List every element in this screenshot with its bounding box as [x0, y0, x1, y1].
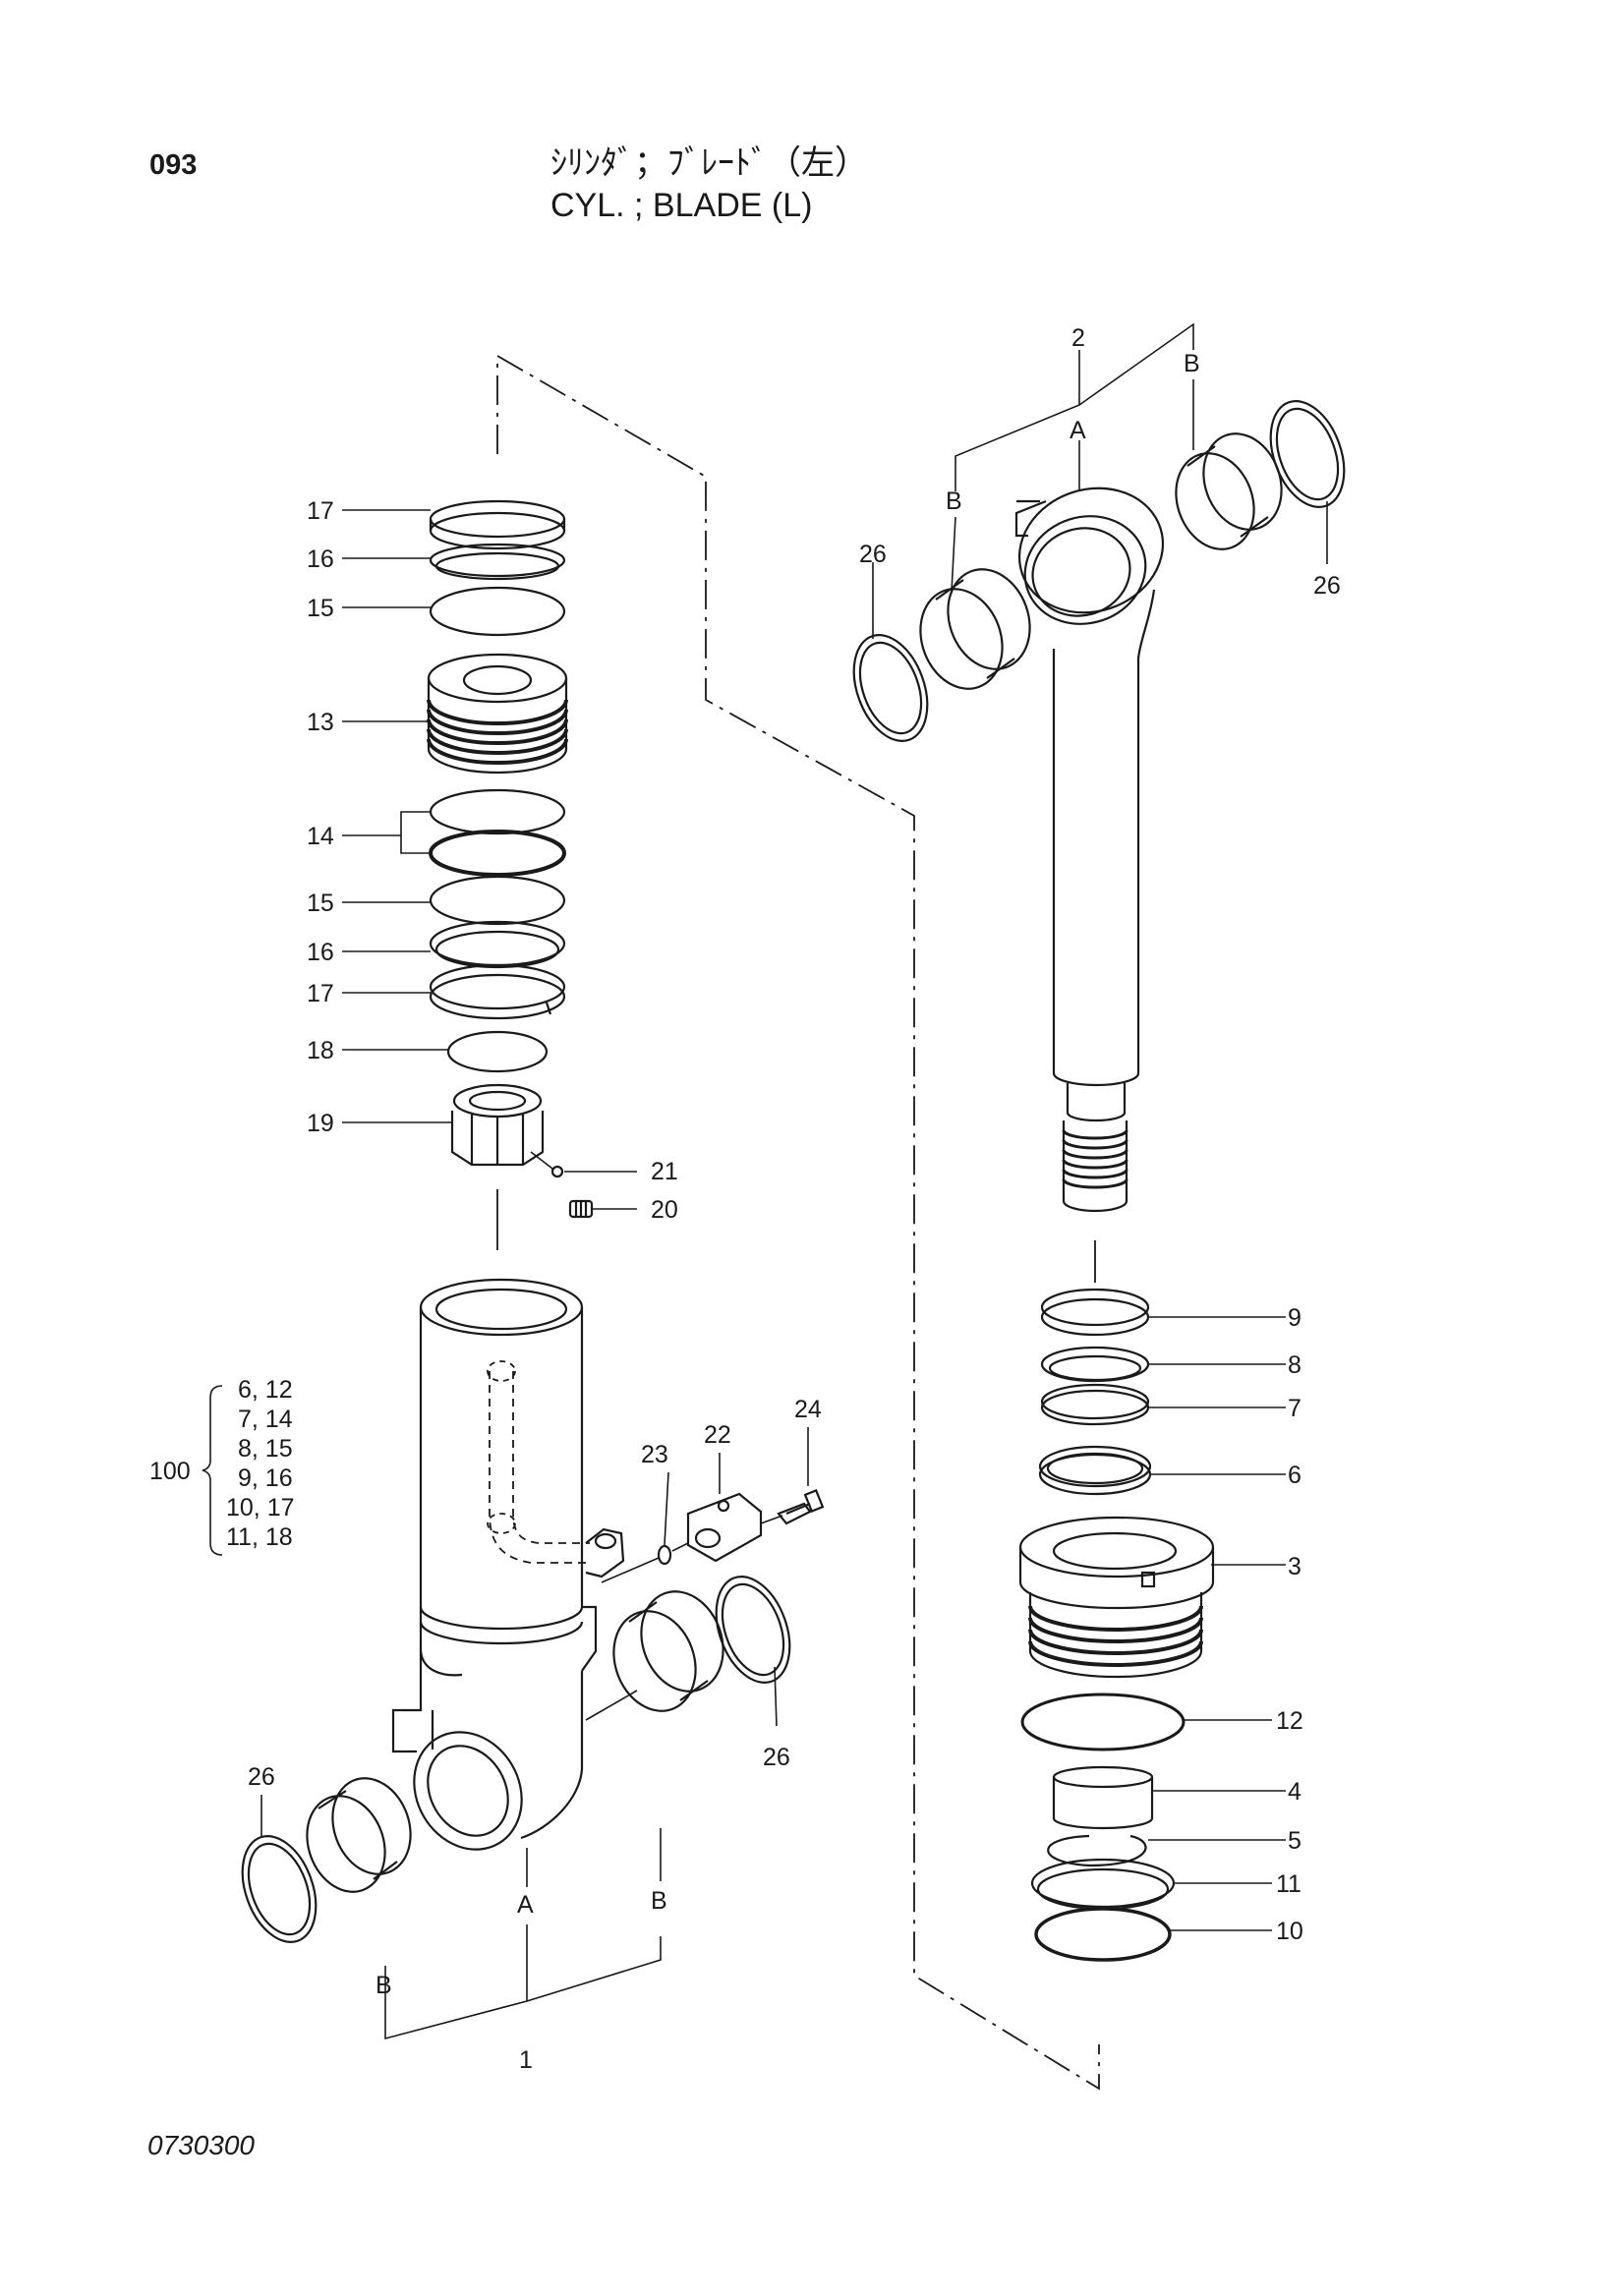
backup-ring-11 [1030, 1858, 1176, 1911]
bushing-b-rod-left [919, 568, 1031, 690]
seal-ring-17-lower [429, 963, 566, 1020]
callout-16-top: 16 [307, 545, 334, 573]
callout-5: 5 [1288, 1827, 1302, 1855]
callout-10: 10 [1276, 1918, 1303, 1945]
kit-row-3: 8, 15 [238, 1435, 293, 1463]
callout-14: 14 [307, 823, 334, 850]
bushing-b-rod-right [1175, 432, 1283, 550]
bolt-24 [777, 1488, 825, 1525]
set-screw-20 [568, 1199, 594, 1219]
seal-ring-16-lower [429, 920, 566, 969]
seal-ring-17-top [429, 499, 566, 550]
callout-12: 12 [1276, 1707, 1303, 1735]
bushing-4 [1052, 1765, 1154, 1830]
ring-26-rod-left [852, 634, 929, 742]
title-japanese: ｼﾘﾝﾀﾞ；ﾌﾞﾚｰﾄﾞ（左） [550, 144, 868, 182]
kit-row-4: 9, 16 [238, 1464, 293, 1492]
callout-17-lower: 17 [307, 980, 334, 1007]
leader-lines [202, 322, 1328, 2040]
seal-ring-7 [1040, 1383, 1150, 1426]
o-ring-23 [657, 1544, 672, 1566]
ball-21 [550, 1165, 564, 1178]
callout-18: 18 [307, 1037, 334, 1064]
ring-26-rod-right [1269, 400, 1346, 508]
assembly-centerline [496, 354, 1100, 2091]
callout-21: 21 [651, 1158, 678, 1185]
flange-22 [686, 1492, 763, 1563]
figure-code: 0730300 [147, 2130, 256, 2160]
wear-ring-14 [429, 788, 566, 877]
o-ring-15-lower [429, 875, 566, 926]
callout-17-top: 17 [307, 497, 334, 525]
callout-26-tube-left: 26 [248, 1763, 275, 1791]
wiper-ring-9 [1040, 1288, 1150, 1337]
callout-9: 9 [1288, 1304, 1302, 1332]
callout-11: 11 [1276, 1870, 1302, 1898]
ref-b-tube-left: B [376, 1972, 392, 1999]
seal-ring-16-top [429, 543, 566, 581]
o-ring-15-top [429, 586, 566, 637]
ref-b-rod-left: B [946, 488, 962, 515]
kit-row-6: 11, 18 [226, 1523, 293, 1551]
rod-cover-3 [1018, 1516, 1215, 1679]
callout-8: 8 [1288, 1351, 1302, 1379]
washer-18 [446, 1030, 549, 1073]
callout-3: 3 [1288, 1553, 1302, 1580]
callout-labels: 17 16 15 13 14 15 16 17 18 19 21 20 23 2… [149, 324, 1341, 2074]
ref-b-rod-right: B [1184, 350, 1200, 377]
callout-23: 23 [641, 1441, 668, 1468]
callout-2: 2 [1071, 324, 1085, 352]
callout-22: 22 [704, 1421, 731, 1449]
callout-13: 13 [307, 709, 334, 736]
ring-26-tube-left [241, 1835, 318, 1943]
o-ring-12 [1020, 1693, 1186, 1751]
piston-rod-2 [1014, 487, 1165, 1213]
title-english: CYL. ; BLADE (L) [550, 187, 813, 224]
kit-number: 100 [149, 1458, 191, 1485]
kit-row-2: 7, 14 [238, 1406, 293, 1433]
ref-a-tube: A [517, 1891, 534, 1919]
callout-26-rod-right: 26 [1313, 572, 1341, 600]
ring-26-tube-right [715, 1576, 791, 1684]
callout-15-lower: 15 [307, 890, 334, 917]
kit-row-1: 6, 12 [238, 1376, 293, 1404]
bushing-b-tube-left [306, 1777, 412, 1893]
callout-24: 24 [794, 1396, 822, 1423]
callout-15-top: 15 [307, 595, 334, 622]
callout-6: 6 [1288, 1462, 1302, 1489]
nut-19 [450, 1083, 545, 1167]
callout-1: 1 [519, 2046, 533, 2074]
ref-b-tube-right: B [651, 1887, 667, 1915]
snap-ring-5 [1047, 1834, 1147, 1867]
callout-4: 4 [1288, 1778, 1302, 1806]
callout-16-lower: 16 [307, 939, 334, 966]
kit-row-5: 10, 17 [226, 1494, 295, 1521]
callout-20: 20 [651, 1196, 678, 1224]
callout-19: 19 [307, 1110, 334, 1137]
callout-26-tube-right: 26 [763, 1744, 790, 1771]
page-number: 093 [149, 149, 198, 181]
seal-ring-8 [1040, 1346, 1150, 1383]
cylinder-tube-1 [391, 1278, 625, 1851]
callout-7: 7 [1288, 1395, 1302, 1422]
seal-ring-6 [1038, 1445, 1152, 1496]
bushing-b-tube-right [612, 1590, 724, 1712]
callout-26-rod-left: 26 [859, 541, 887, 568]
o-ring-10 [1034, 1907, 1172, 1962]
ref-a-rod: A [1070, 417, 1086, 444]
piston-13 [427, 653, 568, 775]
